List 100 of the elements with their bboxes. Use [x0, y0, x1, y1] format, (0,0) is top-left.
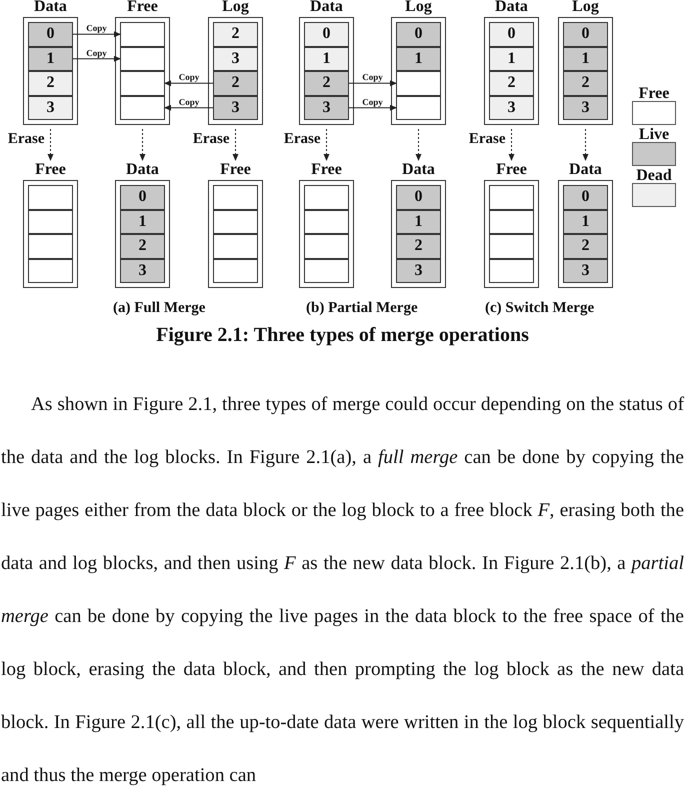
page — [304, 22, 349, 46]
page-number: 0 — [508, 24, 516, 44]
page — [213, 71, 258, 96]
empty-page — [120, 71, 165, 96]
block-heading: Data — [494, 0, 529, 16]
legend-label: Live — [638, 127, 670, 143]
block-heading: Data — [309, 0, 344, 16]
empty-page — [28, 258, 73, 283]
page-number: 0 — [414, 24, 422, 44]
block-heading: Log — [221, 0, 250, 16]
empty-page — [304, 234, 349, 258]
edge-label: Erase — [468, 130, 506, 146]
dotted-arrow — [48, 128, 54, 161]
page-number: 2 — [508, 73, 516, 93]
page-number: 0 — [582, 187, 590, 207]
page — [396, 22, 441, 46]
page-number: 2 — [582, 73, 590, 93]
empty-page — [304, 185, 349, 210]
legend-label: Free — [638, 86, 670, 102]
page — [120, 258, 165, 283]
empty-page — [120, 22, 165, 46]
page-number: 3 — [414, 260, 422, 280]
dotted-arrow — [582, 128, 588, 161]
edge-label: Erase — [192, 130, 230, 146]
edge-label: Copy — [178, 96, 200, 107]
empty-page — [304, 210, 349, 234]
page — [28, 22, 73, 46]
block-heading: Free — [126, 0, 159, 16]
empty-page — [120, 46, 165, 71]
page-number: 0 — [322, 24, 330, 44]
empty-page — [489, 258, 534, 283]
legend-label: Dead — [635, 168, 673, 184]
block-heading: Data — [125, 161, 160, 179]
page — [396, 185, 441, 210]
dotted-arrow — [508, 128, 514, 161]
page-number: 3 — [232, 98, 240, 118]
page — [213, 22, 258, 46]
block-heading: Free — [219, 161, 252, 179]
page — [120, 210, 165, 234]
arrow — [72, 31, 121, 38]
empty-page — [120, 96, 165, 120]
empty-page — [396, 96, 441, 120]
empty-page — [28, 210, 73, 234]
page — [396, 234, 441, 258]
page — [120, 185, 165, 210]
block-heading: Free — [495, 161, 528, 179]
page — [304, 96, 349, 120]
edge-label: Copy — [361, 96, 384, 107]
page-number: 2 — [582, 236, 590, 256]
dotted-arrow — [140, 128, 146, 161]
page-number: 3 — [582, 98, 590, 118]
dotted-arrow — [416, 128, 422, 161]
page-number: 2 — [46, 73, 54, 93]
page — [28, 71, 73, 96]
page-number: 2 — [322, 73, 330, 93]
edge-label: Erase — [8, 130, 44, 146]
page — [489, 46, 534, 71]
page-number: 3 — [582, 260, 590, 280]
page — [304, 46, 349, 71]
dotted-arrow — [232, 128, 238, 161]
page-number: 0 — [582, 24, 590, 44]
page-number: 1 — [508, 48, 516, 68]
page — [304, 71, 349, 96]
page — [213, 96, 258, 120]
page-number: 2 — [232, 24, 240, 44]
arrow — [164, 104, 214, 111]
page — [396, 210, 441, 234]
empty-page — [213, 210, 258, 234]
page — [489, 96, 534, 120]
page — [563, 234, 608, 258]
page — [28, 46, 73, 71]
edge-label: Copy — [85, 48, 108, 58]
empty-page — [213, 234, 258, 258]
page — [489, 22, 534, 46]
block-heading: Data — [568, 161, 603, 179]
page-number: 0 — [46, 24, 54, 44]
figure-caption: Figure 2.1: Three types of merge operations — [155, 323, 530, 348]
page — [563, 185, 608, 210]
page-number: 3 — [232, 48, 240, 68]
page — [563, 210, 608, 234]
empty-page — [213, 185, 258, 210]
page-number: 3 — [322, 98, 330, 118]
page-number: 3 — [46, 98, 54, 118]
subfigure-caption: (c) Switch Merge — [485, 300, 594, 317]
edge-label: Copy — [361, 72, 384, 82]
page-number: 1 — [138, 212, 146, 232]
empty-page — [489, 210, 534, 234]
edge-label: Copy — [85, 23, 108, 34]
page-number: 0 — [138, 187, 146, 207]
page-number: 3 — [508, 98, 516, 118]
empty-page — [213, 258, 258, 283]
page — [563, 96, 608, 120]
page-number: 0 — [414, 187, 422, 207]
page — [563, 71, 608, 96]
page — [396, 258, 441, 283]
page — [213, 46, 258, 71]
empty-page — [28, 234, 73, 258]
page — [120, 234, 165, 258]
empty-page — [489, 185, 534, 210]
page — [489, 71, 534, 96]
